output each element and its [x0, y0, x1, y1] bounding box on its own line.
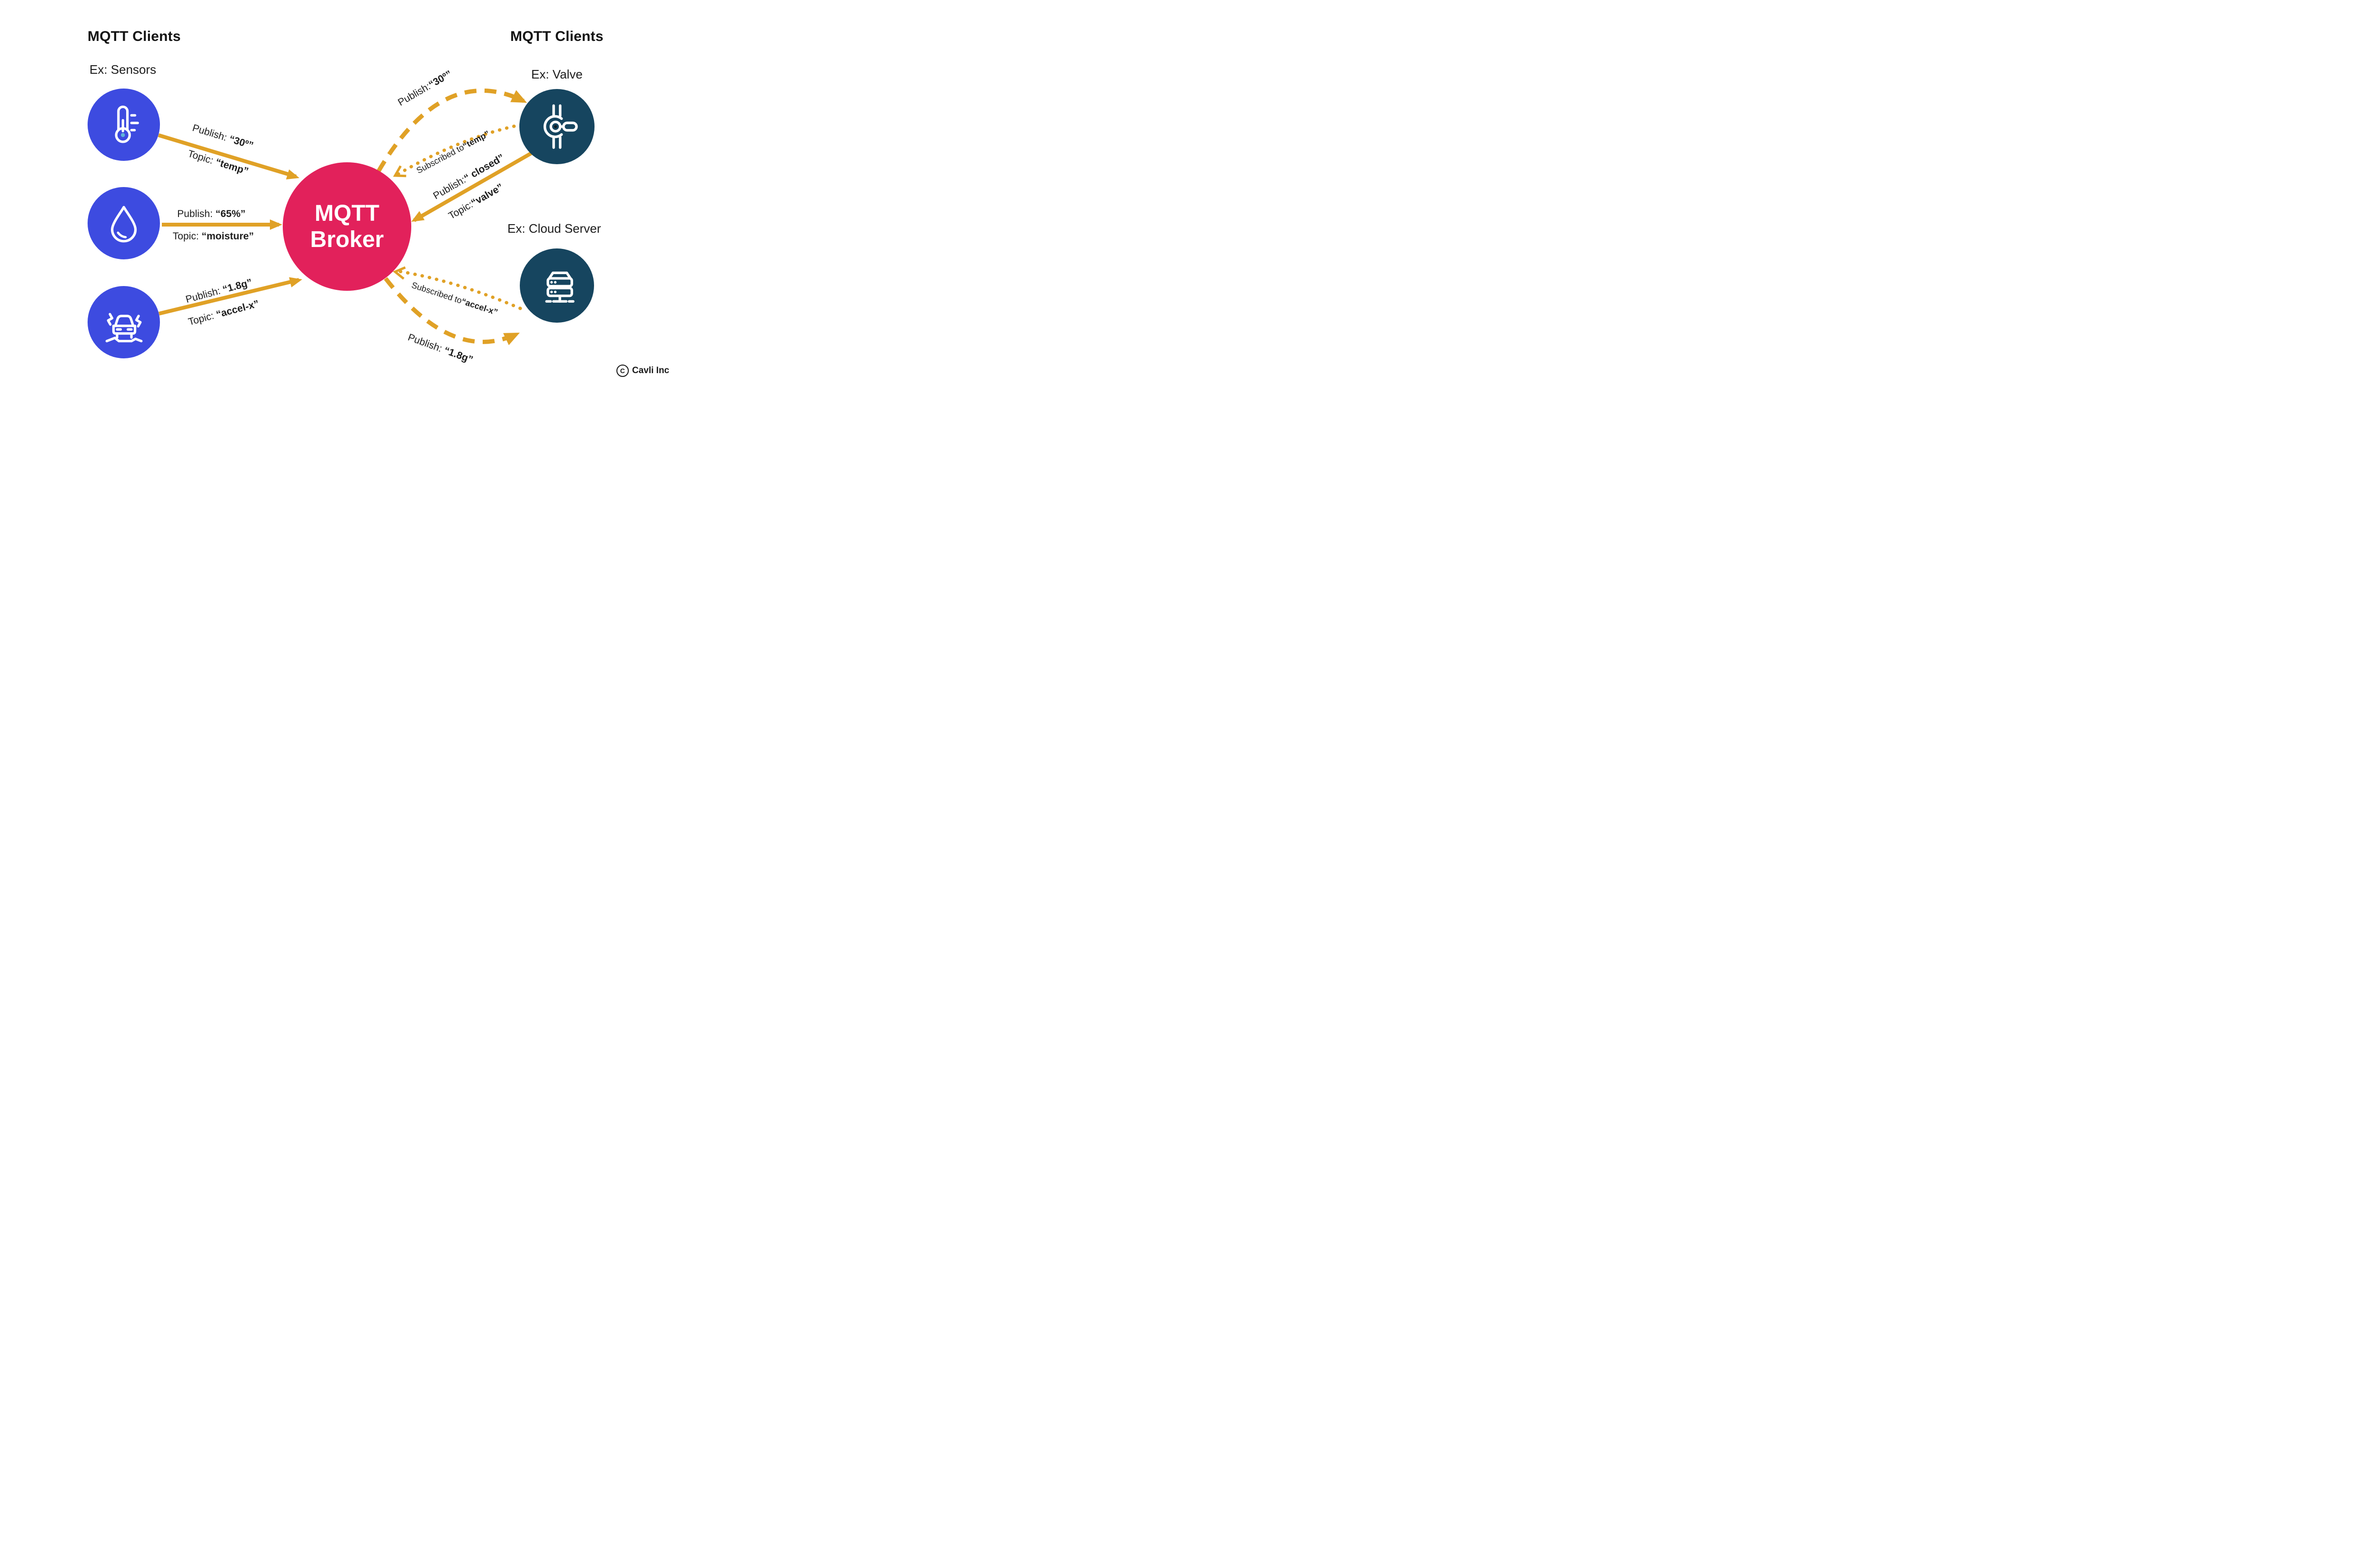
server-icon — [545, 271, 575, 303]
left-clients-heading: MQTT Clients — [88, 29, 181, 44]
thermometer-icon — [115, 105, 139, 143]
broker-label-line1: MQTT — [315, 200, 379, 226]
valve-caption: Ex: Valve — [531, 67, 583, 81]
valve-icon — [543, 104, 578, 149]
arrow-cloud-subscription-dotted — [397, 269, 522, 310]
copyright-icon: C — [616, 365, 629, 377]
arrow-broker-to-cloud-dashed — [384, 277, 517, 344]
moisture-publish-prefix: Publish: — [177, 208, 216, 219]
mqtt-broker-node: MQTT Broker — [283, 162, 411, 291]
arrowhead-valve-to-broker — [411, 211, 425, 222]
right-clients-heading: MQTT Clients — [510, 29, 604, 44]
arrowhead-valve-subscription — [393, 165, 407, 178]
sensors-caption: Ex: Sensors — [89, 62, 157, 77]
moisture-sensor-node — [88, 187, 160, 259]
accelerometer-sensor-node — [88, 286, 160, 358]
water-drop-icon — [110, 206, 137, 243]
moisture-topic-value: “moisture” — [201, 231, 254, 242]
arrowhead-moisture — [270, 219, 282, 230]
cloud-server-client-node — [520, 248, 594, 323]
car-vibration-icon — [105, 313, 143, 343]
company-name: Cavli Inc — [632, 366, 669, 376]
valve-client-node — [519, 89, 595, 164]
temperature-sensor-node — [88, 89, 160, 161]
arrowhead-accel — [289, 277, 302, 287]
moisture-publish-label: Publish: “65%” — [177, 208, 246, 220]
moisture-topic-label: Topic: “moisture” — [173, 231, 254, 242]
connection-arrows-layer — [158, 89, 532, 346]
footer-branding: C Cavli Inc — [616, 365, 669, 377]
mqtt-architecture-diagram: MQTT Clients MQTT Clients Ex: Sensors Ex… — [0, 0, 685, 386]
broker-label: MQTT Broker — [310, 200, 384, 253]
arrow-valve-subscription-dotted — [396, 123, 523, 176]
arrowhead-broker-to-cloud — [503, 333, 520, 346]
arrowhead-broker-to-valve — [510, 90, 527, 103]
cloud-caption: Ex: Cloud Server — [507, 221, 601, 236]
broker-label-line2: Broker — [310, 227, 384, 252]
moisture-topic-prefix: Topic: — [172, 231, 202, 242]
arrowhead-cloud-subscription — [393, 266, 406, 280]
arrow-temp-to-broker — [158, 133, 297, 178]
moisture-publish-value: “65%” — [215, 208, 246, 219]
arrow-broker-to-valve-dashed — [377, 89, 525, 173]
arrowhead-temp — [286, 169, 299, 180]
arrow-valve-to-broker — [413, 151, 532, 222]
arrow-accel-to-broker — [159, 278, 299, 316]
